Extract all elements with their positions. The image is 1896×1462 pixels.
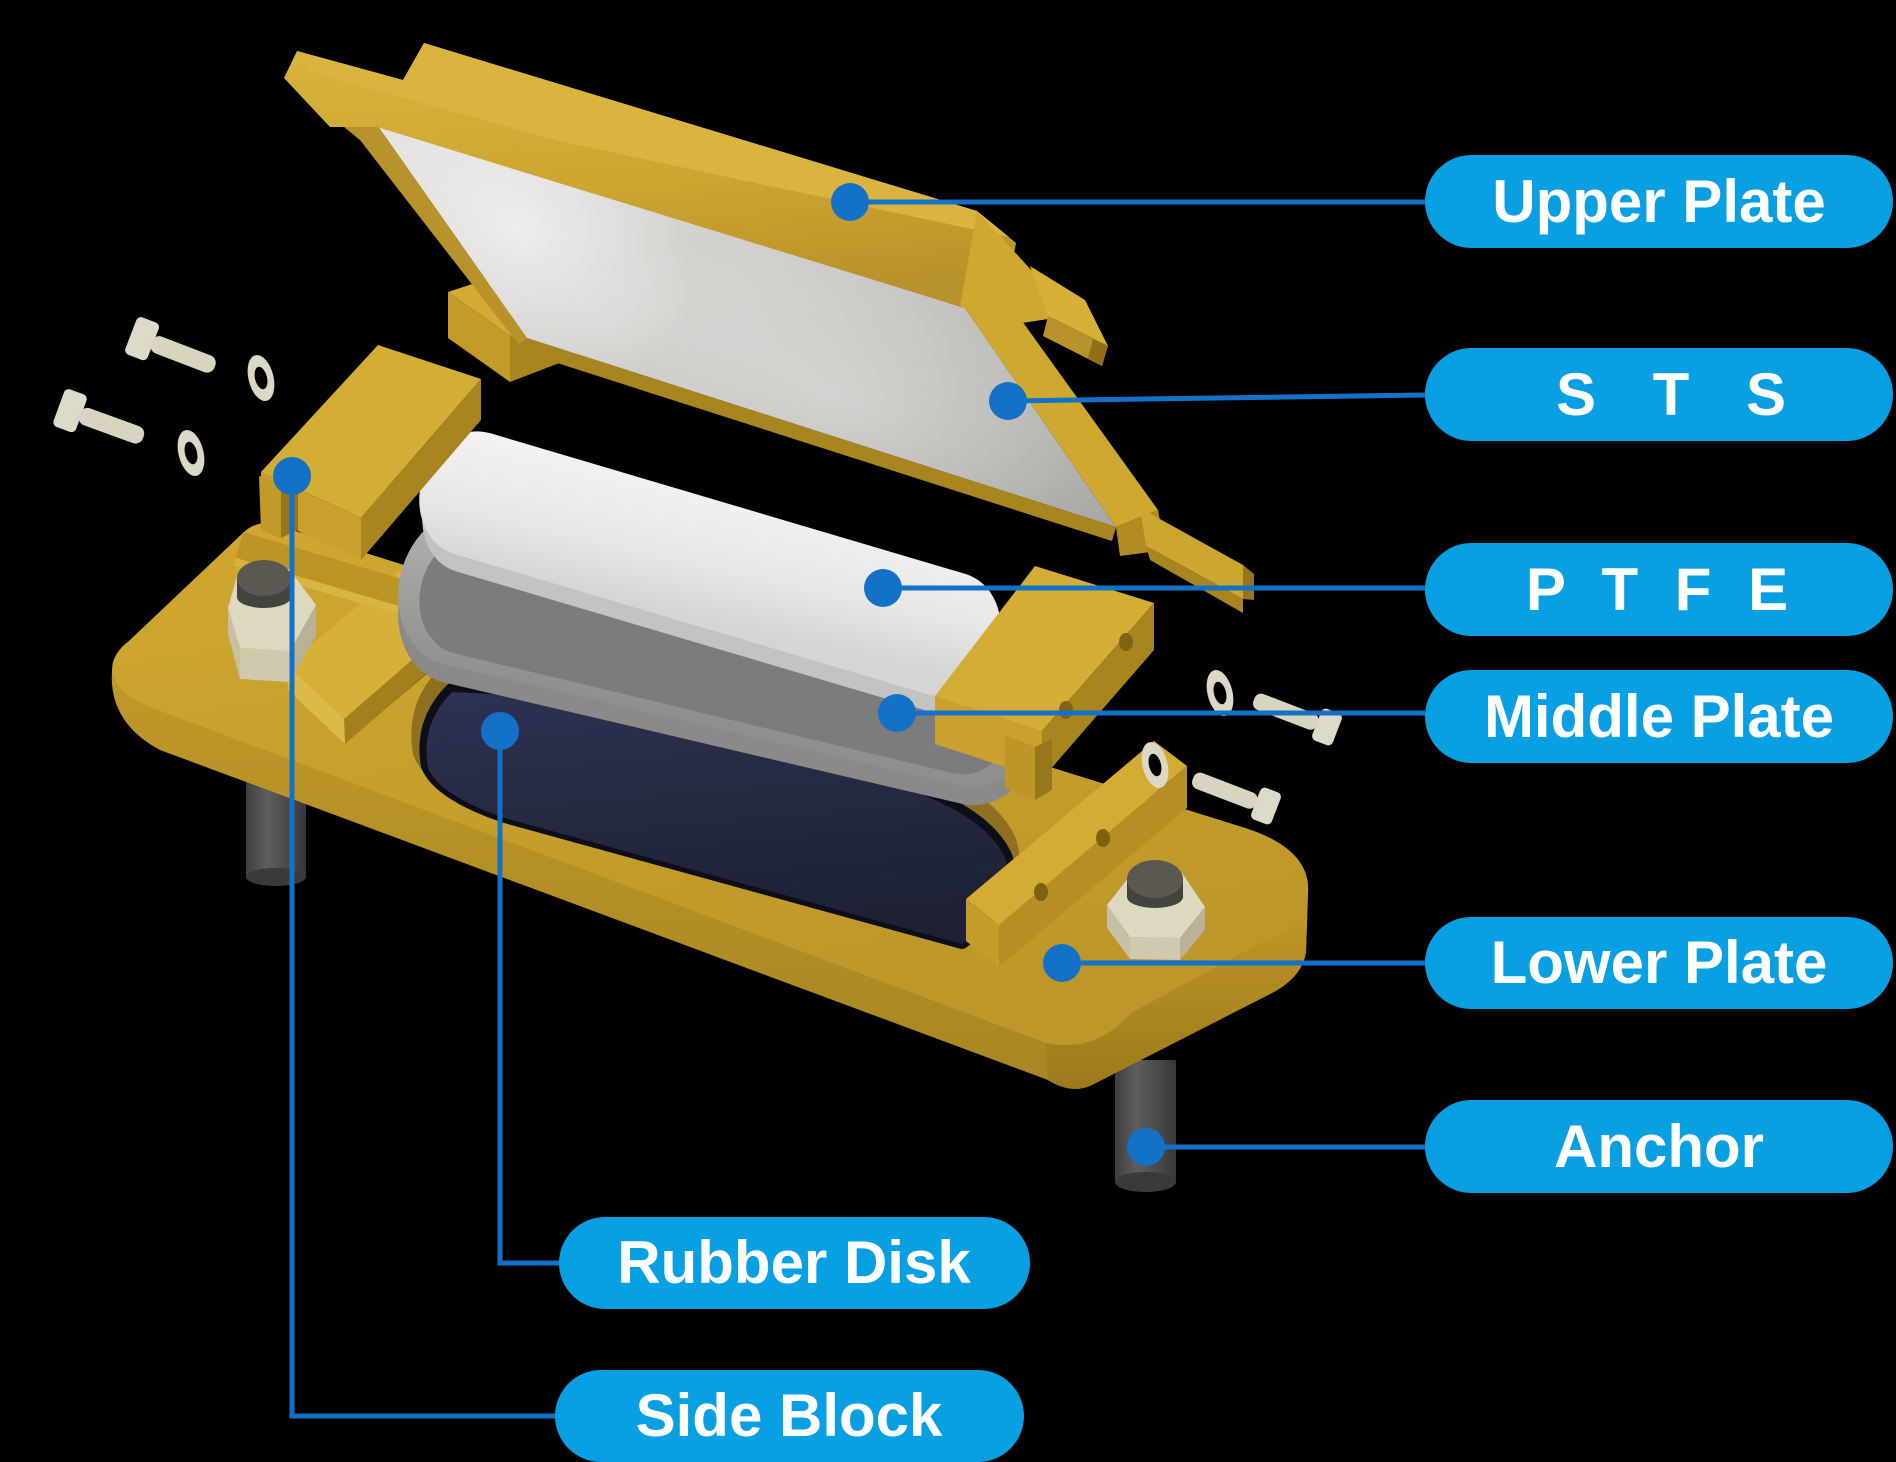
svg-text:Anchor: Anchor xyxy=(1554,1113,1764,1180)
svg-text:Lower Plate: Lower Plate xyxy=(1491,929,1828,996)
svg-text:Side Block: Side Block xyxy=(636,1382,943,1449)
svg-text:Rubber Disk: Rubber Disk xyxy=(617,1229,971,1296)
svg-text:Middle Plate: Middle Plate xyxy=(1484,683,1834,750)
svg-text:S T S: S T S xyxy=(1556,361,1806,428)
svg-text:P T F E: P T F E xyxy=(1526,556,1798,623)
svg-text:Upper Plate: Upper Plate xyxy=(1492,168,1825,235)
